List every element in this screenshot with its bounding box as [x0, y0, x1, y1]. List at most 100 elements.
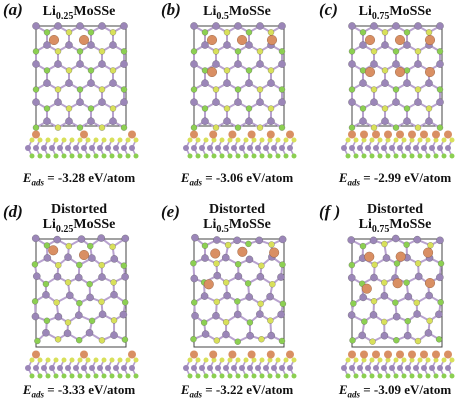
s-atom — [449, 137, 455, 143]
s-atom — [53, 137, 59, 143]
mo-atom — [33, 272, 41, 281]
mo-atom — [437, 365, 443, 371]
se-atom — [234, 48, 242, 55]
se-atom — [441, 153, 447, 159]
s-atom — [133, 357, 139, 363]
adsorption-energy: Eads = -3.33 eV/atom — [0, 382, 158, 400]
mo-atom — [212, 98, 220, 106]
mo-atom — [348, 22, 356, 30]
se-atom — [392, 86, 400, 93]
s-atom — [409, 357, 415, 363]
s-atom — [98, 337, 106, 344]
se-atom — [437, 299, 444, 306]
se-atom — [403, 241, 410, 248]
mo-atom — [129, 145, 135, 151]
s-atom — [268, 241, 275, 248]
s-atom — [109, 29, 117, 36]
formula-element: Li — [42, 217, 56, 232]
mo-atom — [373, 145, 379, 151]
formula-rest: MoSSe — [228, 217, 271, 232]
mo-atom — [223, 365, 229, 371]
se-atom — [37, 373, 43, 379]
mo-atom — [121, 145, 127, 151]
mo-atom — [77, 235, 86, 243]
li-atom — [247, 350, 256, 359]
s-atom — [251, 137, 257, 143]
se-atom — [76, 261, 83, 269]
top-view-structure — [32, 22, 128, 131]
mo-atom — [370, 60, 378, 68]
mo-atom — [436, 236, 444, 245]
mo-atom — [87, 79, 95, 87]
mo-atom — [277, 273, 285, 281]
se-atom — [267, 373, 273, 379]
mo-atom — [32, 60, 40, 68]
s-atom — [258, 336, 265, 343]
s-atom — [227, 137, 233, 143]
side-view-structure — [341, 350, 455, 379]
se-atom — [87, 67, 95, 74]
s-atom — [85, 137, 91, 143]
s-atom — [353, 137, 359, 143]
mo-atom — [405, 365, 411, 371]
s-atom — [117, 357, 123, 363]
mo-atom — [81, 365, 87, 371]
se-atom — [348, 261, 355, 269]
s-atom — [409, 137, 415, 143]
se-atom — [211, 153, 217, 159]
se-atom — [125, 153, 131, 159]
se-atom — [425, 153, 431, 159]
mo-atom — [278, 98, 286, 106]
mo-atom — [414, 22, 422, 30]
mo-atom — [436, 98, 444, 106]
s-atom — [401, 137, 407, 143]
li-atom — [48, 245, 59, 256]
s-atom — [393, 357, 399, 363]
li-atom — [348, 130, 356, 139]
formula-subscript: 0.25 — [55, 223, 74, 235]
mo-atom — [66, 291, 74, 300]
li-atom — [396, 130, 404, 139]
mo-atom — [392, 312, 401, 321]
s-atom — [371, 261, 378, 268]
li-atom — [361, 283, 372, 294]
mo-atom — [54, 98, 62, 106]
s-atom — [54, 336, 62, 343]
mo-atom — [389, 365, 395, 371]
s-atom — [54, 86, 62, 93]
s-atom — [53, 299, 60, 306]
energy-value: -3.06 eV/atom — [215, 170, 294, 185]
mo-atom — [88, 254, 96, 262]
energy-value: -3.09 eV/atom — [373, 382, 452, 397]
mo-atom — [32, 98, 40, 106]
mo-atom — [64, 253, 72, 261]
li-atom — [266, 34, 277, 46]
se-atom — [42, 280, 50, 288]
mo-atom — [213, 271, 221, 280]
mo-atom — [403, 79, 411, 87]
mo-atom — [65, 41, 73, 49]
mo-atom — [234, 272, 243, 281]
s-atom — [370, 298, 378, 305]
s-atom — [414, 337, 422, 345]
s-atom — [267, 105, 275, 112]
se-atom — [393, 153, 399, 159]
mo-atom — [73, 365, 79, 371]
li-atom — [372, 350, 380, 359]
mo-atom — [199, 365, 205, 371]
se-atom — [353, 373, 359, 379]
li-atom — [444, 350, 452, 359]
s-atom — [37, 137, 43, 143]
s-atom — [98, 48, 106, 55]
mo-atom — [359, 293, 367, 302]
se-atom — [393, 260, 401, 267]
s-atom — [195, 357, 201, 363]
se-atom — [417, 153, 423, 159]
li-atom — [32, 350, 40, 359]
s-atom — [353, 357, 359, 363]
side-view-structure — [183, 130, 297, 159]
mo-atom — [215, 145, 221, 151]
